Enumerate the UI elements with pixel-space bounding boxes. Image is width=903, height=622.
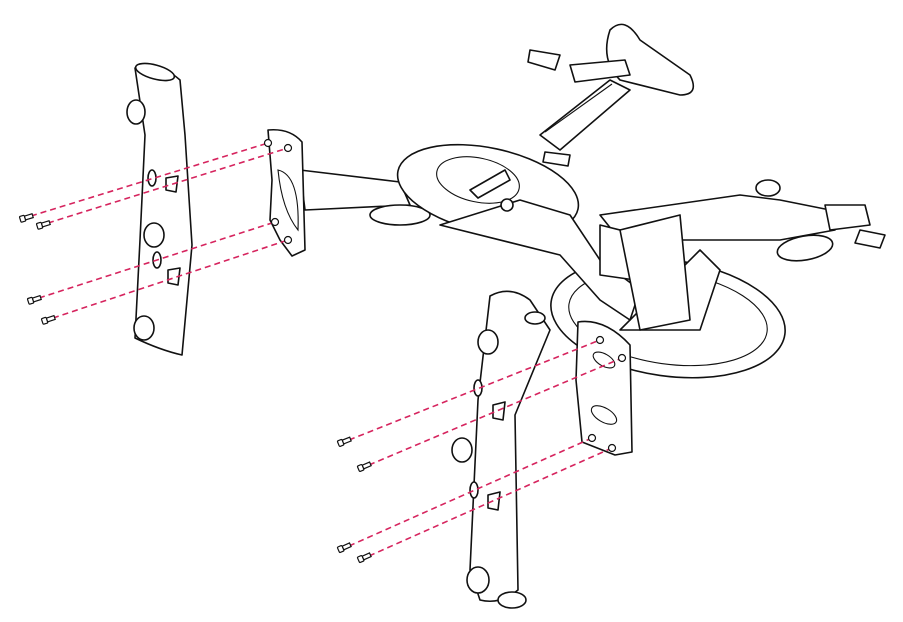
screw — [18, 212, 34, 223]
screw — [356, 461, 372, 472]
guide-line — [30, 142, 269, 217]
screw — [35, 219, 51, 230]
guide-lines — [30, 142, 623, 557]
screw — [40, 314, 56, 325]
guide-line — [52, 239, 289, 319]
seat — [527, 23, 695, 167]
leg-foot-bottom — [133, 315, 155, 341]
right-leg — [451, 290, 551, 609]
screws — [18, 138, 627, 564]
left-leg — [126, 62, 193, 356]
handlebar — [599, 179, 886, 262]
screw — [336, 542, 352, 554]
guide-line — [368, 447, 613, 557]
mount-hole — [595, 335, 605, 345]
screw — [356, 552, 372, 564]
mount-hole — [587, 433, 597, 443]
guide-line — [47, 147, 289, 224]
screw — [26, 294, 42, 305]
mount-hole — [263, 138, 273, 148]
mount-hole — [607, 443, 617, 453]
mount-hole — [283, 143, 293, 153]
right-bracket — [575, 320, 633, 456]
mount-hole — [270, 217, 280, 227]
guide-line — [348, 339, 601, 441]
guide-line — [368, 357, 623, 466]
mount-hole — [283, 235, 293, 245]
leg-foot-middle — [143, 222, 165, 248]
guide-line — [348, 437, 593, 547]
leg-foot-top — [126, 99, 146, 125]
screw — [336, 436, 352, 447]
mount-hole — [617, 353, 627, 363]
guide-line — [38, 221, 276, 299]
